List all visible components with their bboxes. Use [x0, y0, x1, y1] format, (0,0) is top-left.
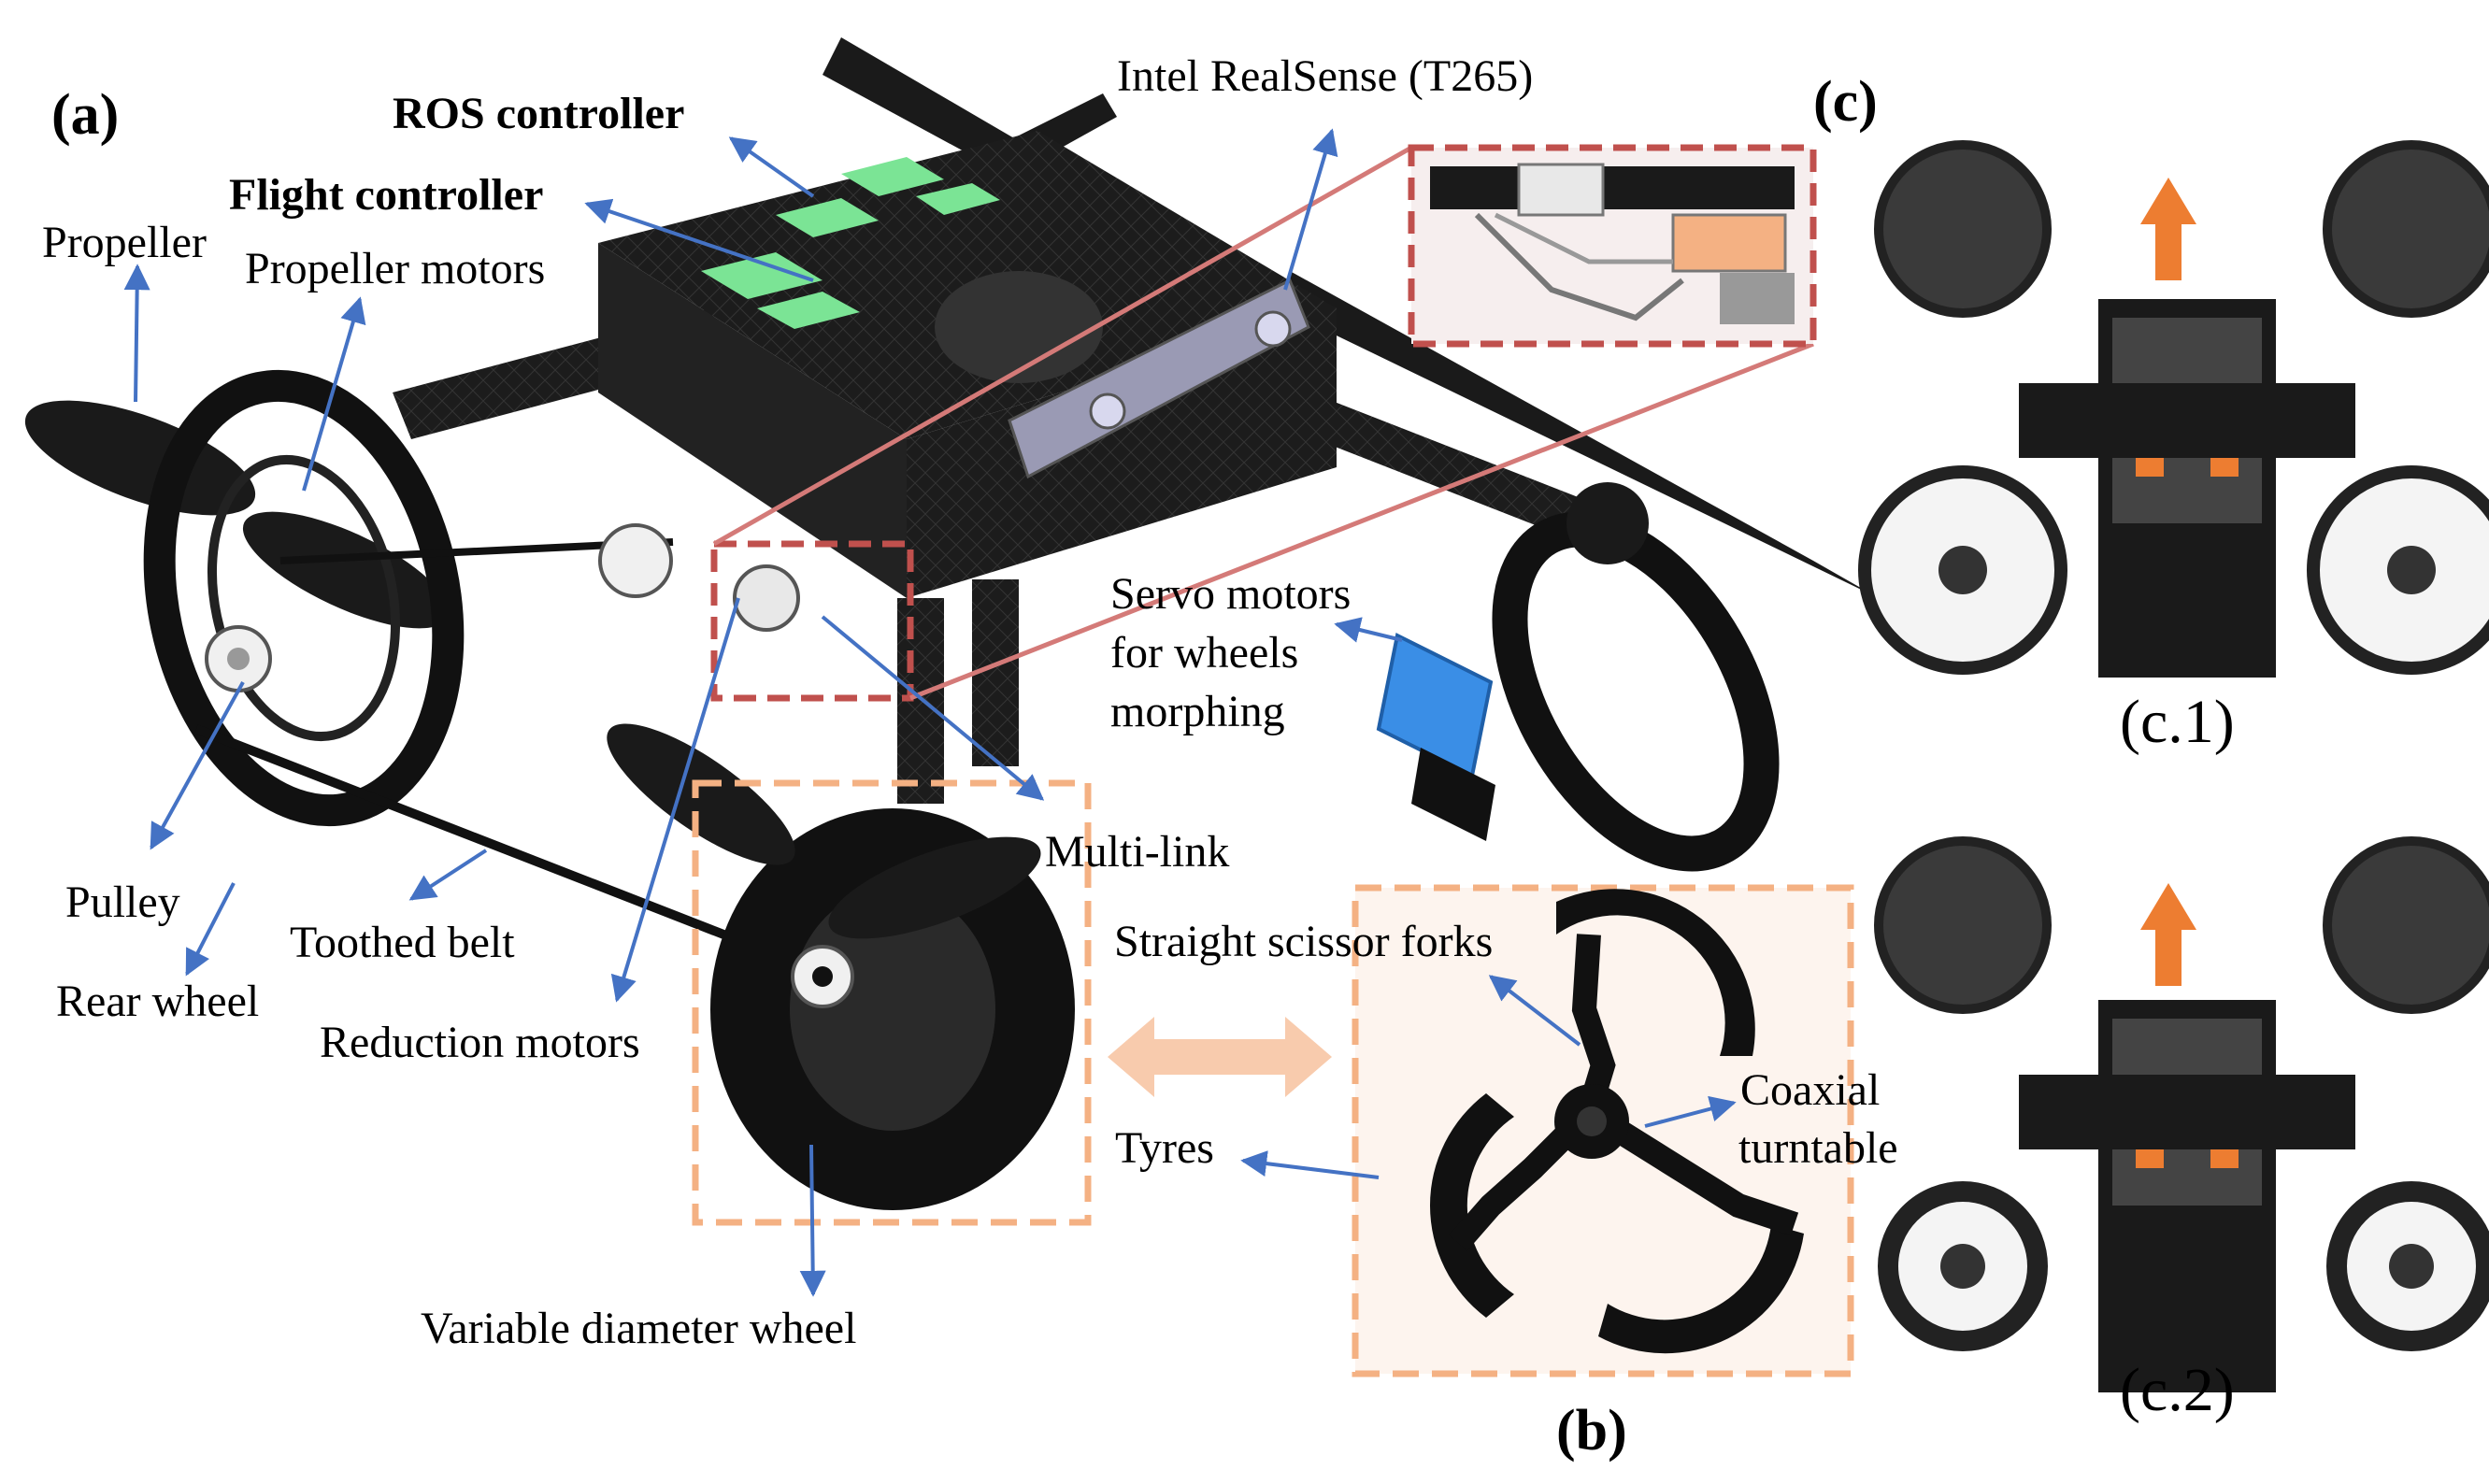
arrow-reduction-motors: [610, 597, 740, 1003]
wheel-highlight-box: [692, 779, 1092, 1226]
panel-label-c1: (c.1): [2120, 688, 2235, 756]
robot-illustration: [24, 37, 1879, 1210]
gps-puck: [935, 271, 1103, 383]
ros-controller-board: [776, 198, 879, 237]
tyre-segment: [1429, 1093, 1514, 1318]
label-coaxial-line2: turntable: [1738, 1123, 1898, 1173]
wheel-morphing-panel: [1352, 884, 1854, 1377]
tyre-segment: [1556, 889, 1755, 1056]
arrow-coaxial-turntable: [1644, 1095, 1737, 1128]
box-side-left: [598, 243, 907, 598]
panel-label-a: (a): [51, 83, 120, 147]
double-arrow: [1108, 1017, 1332, 1097]
label-propeller: Propeller: [42, 218, 207, 267]
arrow-intel-realsense: [1283, 128, 1338, 291]
arrow-rear-wheel: [185, 882, 236, 977]
multi-link-zoom-inset: [1408, 144, 1817, 348]
rear-wheel: [143, 369, 465, 827]
annotation-arrows: [123, 128, 1737, 1297]
label-straight-scissor-forks: Straight scissor forks: [1114, 917, 1494, 966]
arrow-toothed-belt: [408, 849, 488, 901]
top-view-c1: [1858, 140, 2489, 678]
panel-label-c2: (c.2): [2120, 1356, 2235, 1424]
top-view-c2: [1874, 836, 2489, 1392]
panel-label-c: (c): [1813, 70, 1878, 134]
label-tyres: Tyres: [1115, 1123, 1214, 1173]
label-flight-controller: Flight controller: [229, 170, 544, 220]
realsense-camera: [1008, 278, 1310, 479]
arrow-multi-link: [821, 615, 1045, 801]
arrow-pulley: [150, 681, 245, 850]
label-pulley: Pulley: [65, 878, 180, 927]
panel-label-b: (b): [1556, 1399, 1627, 1463]
arrow-variable-diameter-wheel: [799, 1144, 826, 1297]
zoom-connector-line: [712, 145, 1413, 547]
label-intel-realsense: Intel RealSense (T265): [1117, 51, 1534, 101]
direction-arrow: [2140, 883, 2196, 986]
tyre-segment: [1598, 1224, 1804, 1354]
label-toothed-belt: Toothed belt: [290, 918, 515, 967]
box-side-front: [907, 308, 1337, 598]
label-rear-wheel: Rear wheel: [56, 977, 260, 1026]
label-coaxial-line1: Coaxial: [1740, 1065, 1881, 1115]
label-propeller-motors: Propeller motors: [245, 244, 546, 293]
label-servo-line3: morphing: [1110, 687, 1285, 736]
reduction-motor: [598, 523, 673, 598]
flight-controller-board: [701, 252, 823, 299]
propeller: [24, 400, 256, 516]
arrow-straight-scissor-forks: [1488, 975, 1581, 1047]
label-servo-line2: for wheels: [1110, 628, 1299, 678]
arrow-servo-motors: [1334, 617, 1403, 643]
arrow-propeller-motors: [302, 296, 366, 492]
arrow-ros-controller: [728, 136, 815, 198]
multi-link-highlight-box: [710, 540, 914, 702]
label-reduction-motors: Reduction motors: [320, 1018, 640, 1067]
label-variable-diameter-wheel: Variable diameter wheel: [421, 1304, 857, 1353]
zoom-connector-line: [909, 341, 1814, 701]
front-wheel: [1492, 511, 1780, 872]
label-multi-link: Multi-link: [1045, 827, 1230, 877]
arrow-flight-controller: [584, 198, 814, 282]
direction-arrow: [2140, 178, 2196, 280]
label-servo-line1: Servo motors: [1110, 569, 1352, 619]
arrow-tyres: [1240, 1150, 1380, 1179]
label-ros-controller: ROS controller: [393, 89, 685, 138]
arrow-propeller: [123, 264, 150, 403]
toothed-belt: [194, 724, 750, 949]
